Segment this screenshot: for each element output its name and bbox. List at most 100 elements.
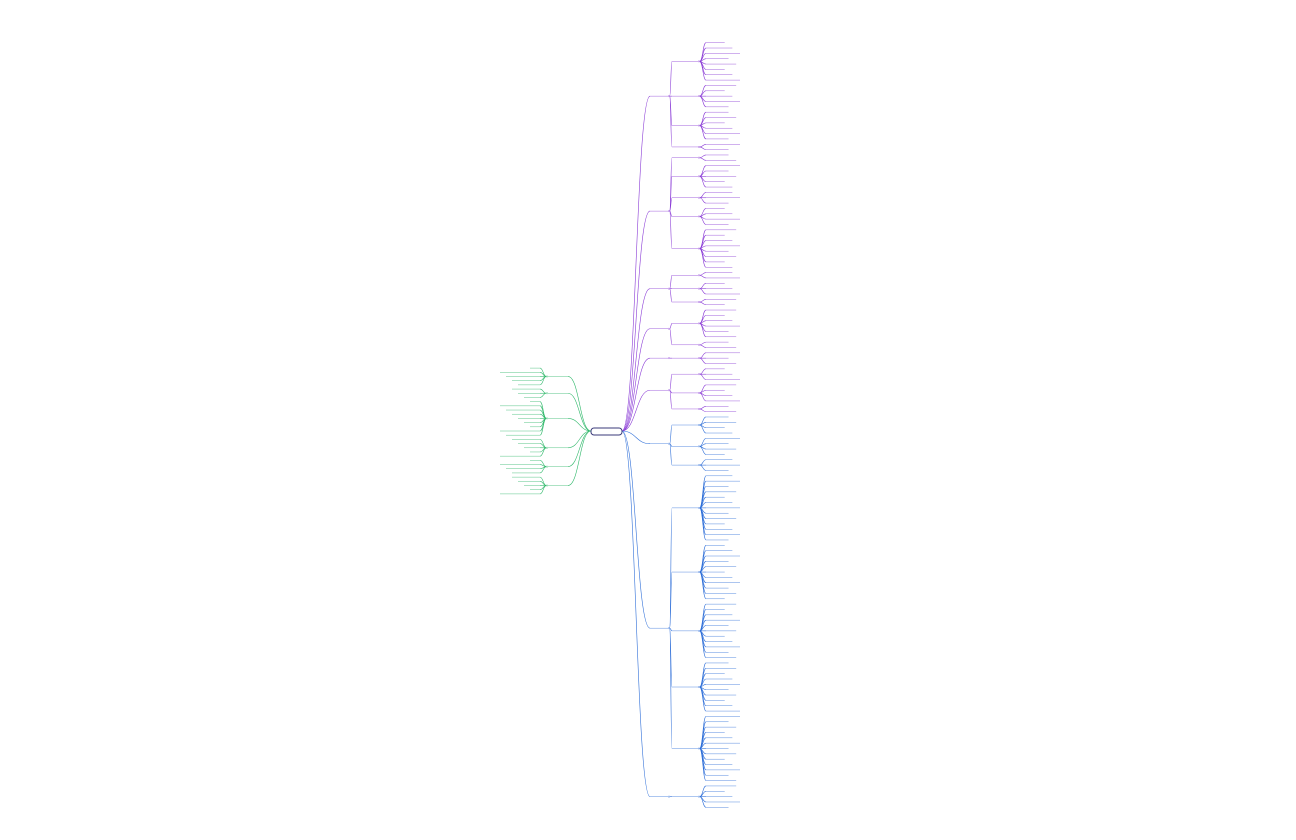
- leaf-edge: [699, 686, 707, 712]
- main-topic-toggle[interactable]: [668, 327, 670, 330]
- branch-toggle[interactable]: [698, 373, 700, 376]
- left-leaf-edge: [539, 388, 547, 394]
- leaf-edge: [699, 111, 707, 126]
- left-group-edge: [567, 392, 592, 432]
- branch-edge: [669, 288, 673, 303]
- leaf-edge: [699, 146, 707, 150]
- branch-toggle[interactable]: [698, 156, 700, 159]
- leaf-edge: [699, 392, 707, 402]
- left-group-toggle[interactable]: [546, 417, 548, 420]
- branch-edge: [669, 627, 673, 749]
- branch-toggle[interactable]: [698, 408, 700, 410]
- mindmap-nodes: [546, 60, 700, 798]
- branch-toggle[interactable]: [698, 747, 700, 750]
- branch-toggle[interactable]: [698, 247, 700, 250]
- main-topic-toggle[interactable]: [668, 795, 670, 798]
- main-topic-edge: [621, 288, 651, 432]
- left-group-toggle[interactable]: [546, 392, 548, 395]
- leaf-edge: [699, 368, 707, 375]
- leaf-edge: [699, 248, 707, 263]
- branch-edge: [669, 61, 673, 97]
- branch-toggle[interactable]: [698, 124, 700, 127]
- branch-toggle[interactable]: [698, 629, 700, 632]
- leaf-edge: [699, 459, 707, 466]
- leaf-edge: [699, 122, 707, 126]
- branch-edge: [669, 210, 673, 249]
- branch-edge: [669, 328, 673, 346]
- leaf-edge: [699, 748, 707, 781]
- leaf-edge: [699, 571, 707, 600]
- branch-toggle[interactable]: [698, 506, 700, 509]
- leaf-edge: [699, 443, 707, 447]
- leaf-edge: [699, 603, 707, 632]
- root-node[interactable]: [590, 427, 623, 436]
- left-group-toggle[interactable]: [546, 465, 548, 468]
- branch-toggle[interactable]: [698, 196, 700, 199]
- main-topic-edge: [621, 389, 651, 432]
- left-group-toggle[interactable]: [546, 375, 548, 378]
- branch-toggle[interactable]: [698, 795, 700, 798]
- branch-toggle[interactable]: [698, 287, 700, 290]
- leaf-edge: [699, 282, 707, 289]
- branch-edge: [669, 571, 673, 629]
- leaf-edge: [699, 274, 707, 279]
- main-topic-toggle[interactable]: [668, 357, 670, 360]
- branch-toggle[interactable]: [698, 686, 700, 688]
- leaf-edge: [699, 721, 707, 749]
- branch-toggle[interactable]: [698, 60, 700, 63]
- branch-toggle[interactable]: [698, 424, 700, 426]
- leaf-edge: [699, 299, 707, 303]
- branch-toggle[interactable]: [698, 464, 700, 467]
- main-topic-toggle[interactable]: [668, 95, 670, 98]
- left-group-edge: [567, 376, 592, 432]
- left-group-edge: [567, 430, 592, 449]
- branch-edge: [669, 373, 673, 391]
- branch-toggle[interactable]: [698, 322, 700, 325]
- leaf-edge: [699, 422, 707, 426]
- main-topic-toggle[interactable]: [668, 389, 670, 392]
- left-group-toggle[interactable]: [546, 446, 548, 449]
- leaf-edge: [699, 154, 707, 158]
- branch-toggle[interactable]: [698, 274, 700, 277]
- main-topic-toggle[interactable]: [668, 627, 670, 630]
- leaf-edge: [699, 446, 707, 455]
- leaf-edge: [699, 47, 707, 62]
- branch-toggle[interactable]: [698, 301, 700, 303]
- leaf-edge: [699, 143, 707, 148]
- leaf-edge: [699, 61, 707, 76]
- main-topic-toggle[interactable]: [668, 287, 670, 290]
- branch-edge: [669, 274, 673, 289]
- branch-toggle[interactable]: [698, 357, 700, 360]
- main-topic-edge: [621, 430, 651, 445]
- main-topic-edge: [621, 430, 651, 629]
- leaf-edge: [699, 507, 707, 541]
- leaf-edge: [699, 480, 707, 509]
- leaf-edge: [699, 213, 707, 217]
- leaf-edge: [699, 248, 707, 268]
- leaf-edge: [699, 373, 707, 380]
- branch-toggle[interactable]: [698, 175, 700, 178]
- main-topic-edge: [621, 210, 651, 432]
- branch-toggle[interactable]: [698, 343, 700, 346]
- leaf-edge: [699, 301, 707, 305]
- main-topic-toggle[interactable]: [668, 442, 670, 445]
- left-leaf-edge: [539, 418, 547, 436]
- main-topic-toggle[interactable]: [668, 210, 670, 213]
- left-group-edge: [567, 418, 592, 432]
- main-topic-edge: [621, 95, 651, 432]
- left-group-toggle[interactable]: [546, 484, 548, 487]
- leaf-edge: [699, 125, 707, 140]
- branch-toggle[interactable]: [698, 215, 700, 218]
- leaf-edge: [699, 408, 707, 412]
- branch-toggle[interactable]: [698, 571, 700, 573]
- leaf-edge: [699, 323, 707, 338]
- leaf-edge: [699, 157, 707, 161]
- branch-toggle[interactable]: [698, 392, 700, 394]
- branch-toggle[interactable]: [698, 146, 700, 148]
- leaf-edge: [699, 192, 707, 199]
- branch-toggle[interactable]: [698, 445, 700, 448]
- leaf-edge: [699, 341, 707, 346]
- branch-toggle[interactable]: [698, 95, 700, 98]
